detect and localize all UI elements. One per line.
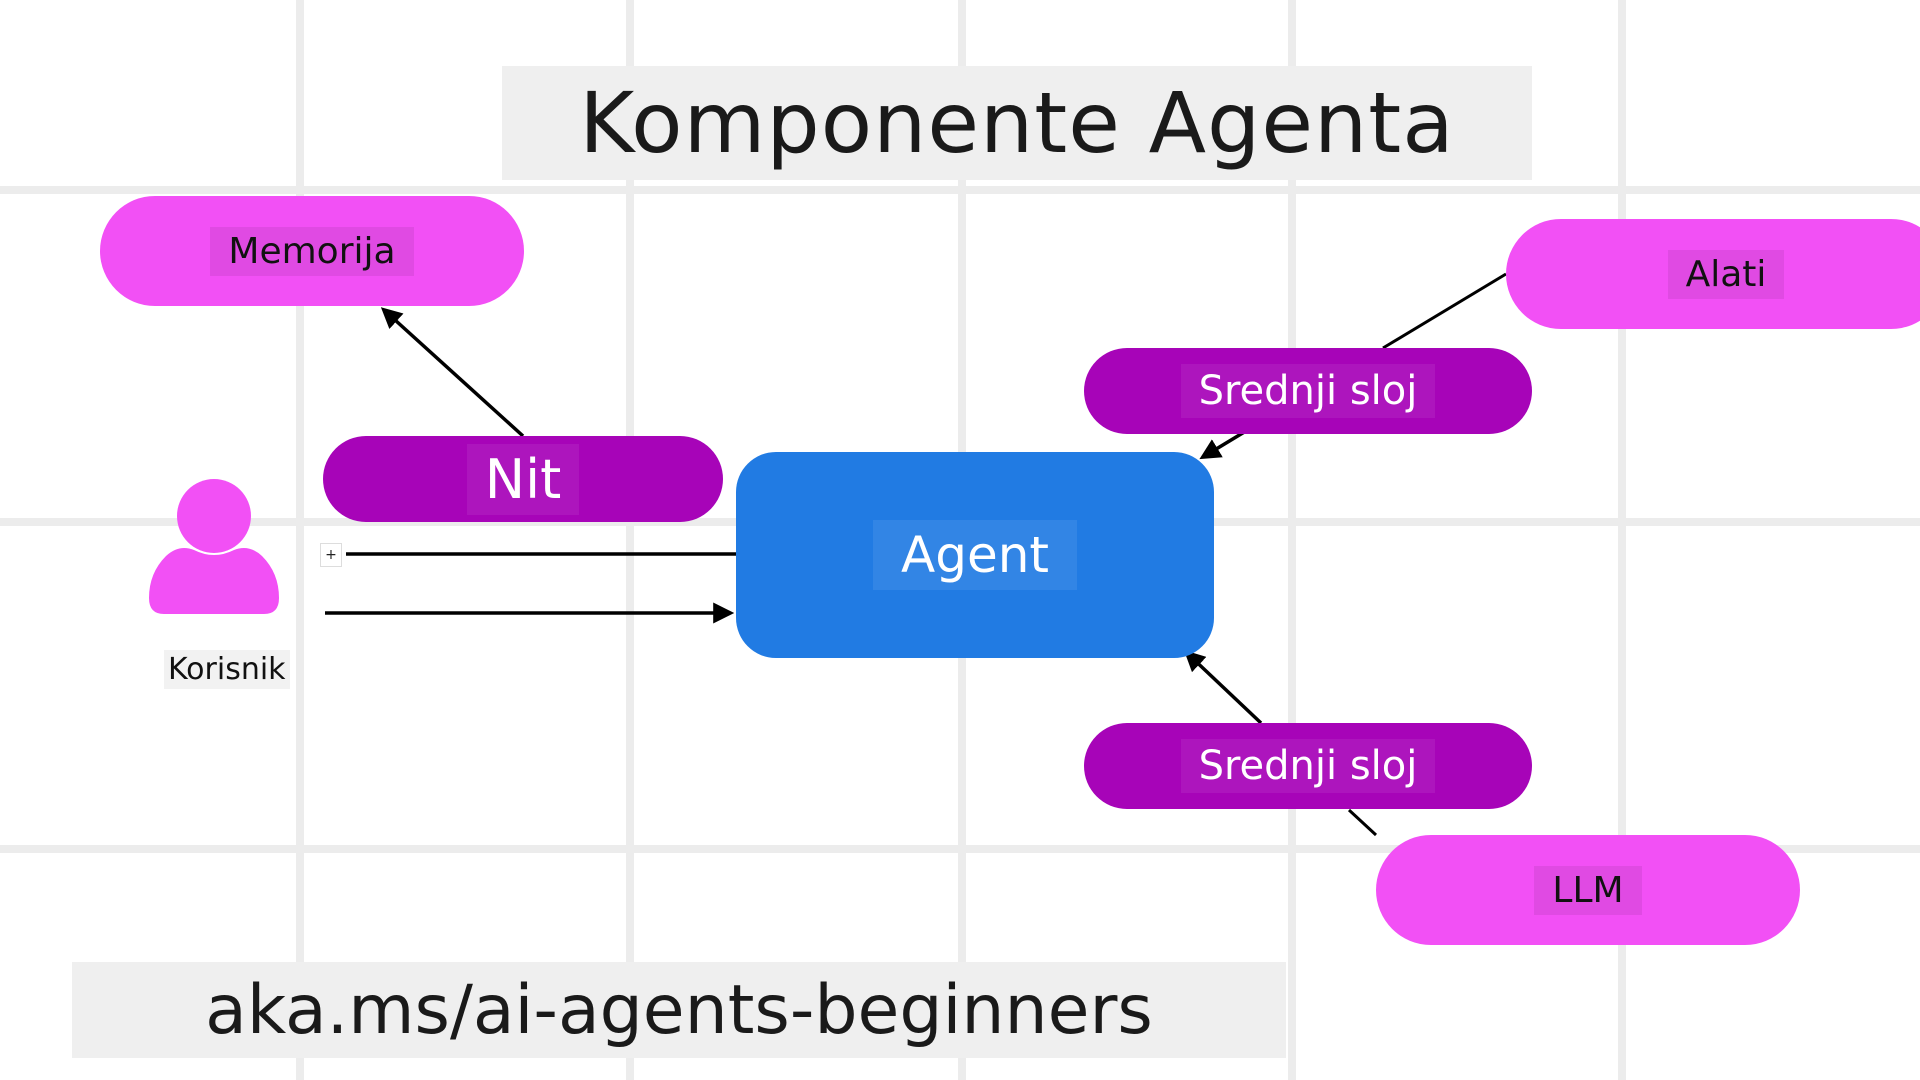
- thread-to-memory-arrow: [380, 307, 525, 438]
- grid-line: [296, 0, 304, 1080]
- agent-node: Agent: [736, 452, 1214, 658]
- tools-to-middleware-line: [1382, 272, 1507, 350]
- llm-to-middleware-line: [1347, 808, 1378, 837]
- title-background: [502, 66, 1532, 180]
- thread-label: Nit: [466, 443, 580, 515]
- grid-line: [0, 845, 1920, 853]
- middleware-bottom-node: Srednji sloj: [1084, 723, 1532, 809]
- middleware-to-agent-bottom-arrow: [1183, 650, 1263, 725]
- user-label: Korisnik: [164, 650, 290, 689]
- middleware-to-agent-arrow: [1199, 429, 1247, 460]
- footer-url: aka.ms/ai-agents-beginners: [205, 970, 1153, 1050]
- middleware-top-node: Srednji sloj: [1084, 348, 1532, 434]
- tools-node: Alati: [1506, 219, 1920, 329]
- llm-node: LLM: [1376, 835, 1800, 945]
- plus-icon: +: [320, 543, 342, 567]
- tools-label: Alati: [1667, 249, 1785, 299]
- agent-label: Agent: [873, 520, 1077, 590]
- llm-label: LLM: [1534, 865, 1642, 915]
- memory-label: Memorija: [210, 226, 414, 276]
- middleware-bottom-label: Srednji sloj: [1180, 739, 1436, 793]
- memory-node: Memorija: [100, 196, 524, 306]
- grid-line: [626, 0, 634, 1080]
- diagram-title: Komponente Agenta: [579, 74, 1455, 172]
- user-icon: [149, 479, 279, 614]
- thread-node: Nit: [323, 436, 723, 522]
- grid-line: [0, 186, 1920, 194]
- middleware-top-label: Srednji sloj: [1180, 364, 1436, 418]
- grid-line: [1618, 0, 1626, 1080]
- grid-line: [1288, 0, 1296, 1080]
- footer-background: [72, 962, 1286, 1058]
